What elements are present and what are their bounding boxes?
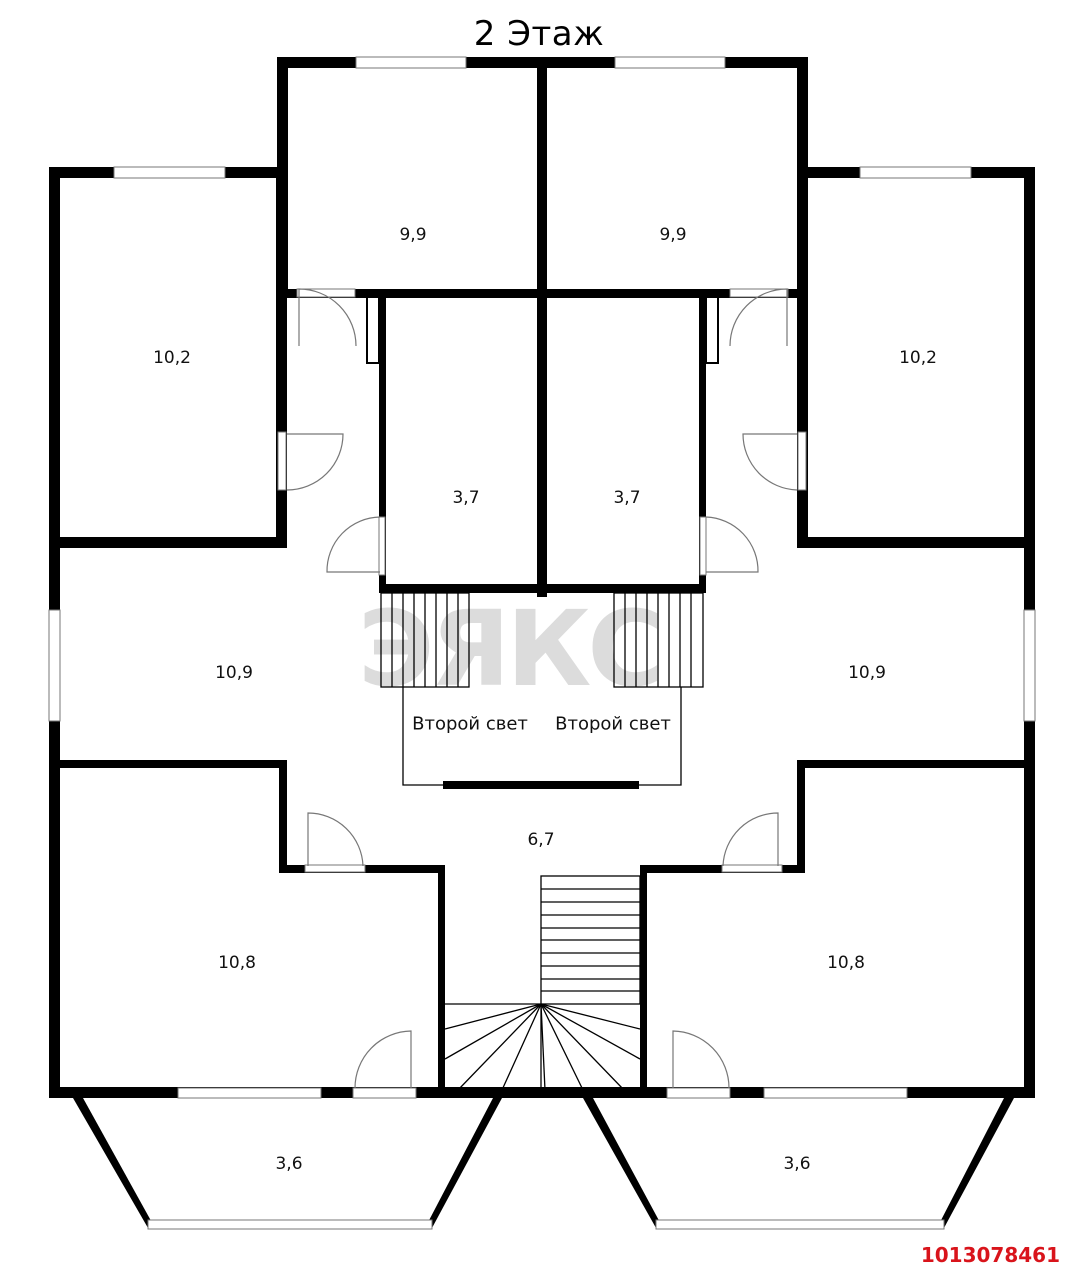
second-light-label-right: Второй свет bbox=[555, 713, 671, 735]
bottom-wall bbox=[49, 1087, 1035, 1099]
wing-walls bbox=[49, 166, 1035, 548]
room-area-right-balcony: 3,6 bbox=[783, 1154, 811, 1174]
room-area-top-right: 9,9 bbox=[659, 225, 687, 245]
room-area-right-small: 3,7 bbox=[613, 488, 641, 508]
bottom-room-walls bbox=[49, 760, 1035, 1097]
room-area-bottom-left: 10,8 bbox=[218, 953, 256, 973]
small-room-walls bbox=[277, 288, 807, 593]
balconies bbox=[73, 1098, 1014, 1230]
room-area-left-balcony: 3,6 bbox=[275, 1154, 303, 1174]
door-swings bbox=[286, 288, 798, 1089]
listing-id: 1013078461 bbox=[920, 1243, 1060, 1267]
outer-side-walls bbox=[48, 167, 1036, 1097]
floor-title: 2 Этаж bbox=[473, 14, 605, 54]
room-area-right-wing: 10,2 bbox=[899, 348, 937, 368]
watermark-logo: ЭЯКС bbox=[358, 588, 664, 710]
room-area-left-wing: 10,2 bbox=[153, 348, 191, 368]
room-area-right-hall: 10,9 bbox=[848, 663, 886, 683]
room-area-left-small: 3,7 bbox=[452, 488, 480, 508]
main-stair bbox=[444, 875, 641, 1091]
room-area-bottom-right: 10,8 bbox=[827, 953, 865, 973]
light-well-stairs bbox=[380, 592, 704, 786]
top-walls bbox=[277, 56, 808, 597]
second-light-label-left: Второй свет bbox=[412, 713, 528, 735]
room-area-central-hall: 6,7 bbox=[527, 830, 555, 850]
room-area-top-left: 9,9 bbox=[399, 225, 427, 245]
room-area-left-hall: 10,9 bbox=[215, 663, 253, 683]
